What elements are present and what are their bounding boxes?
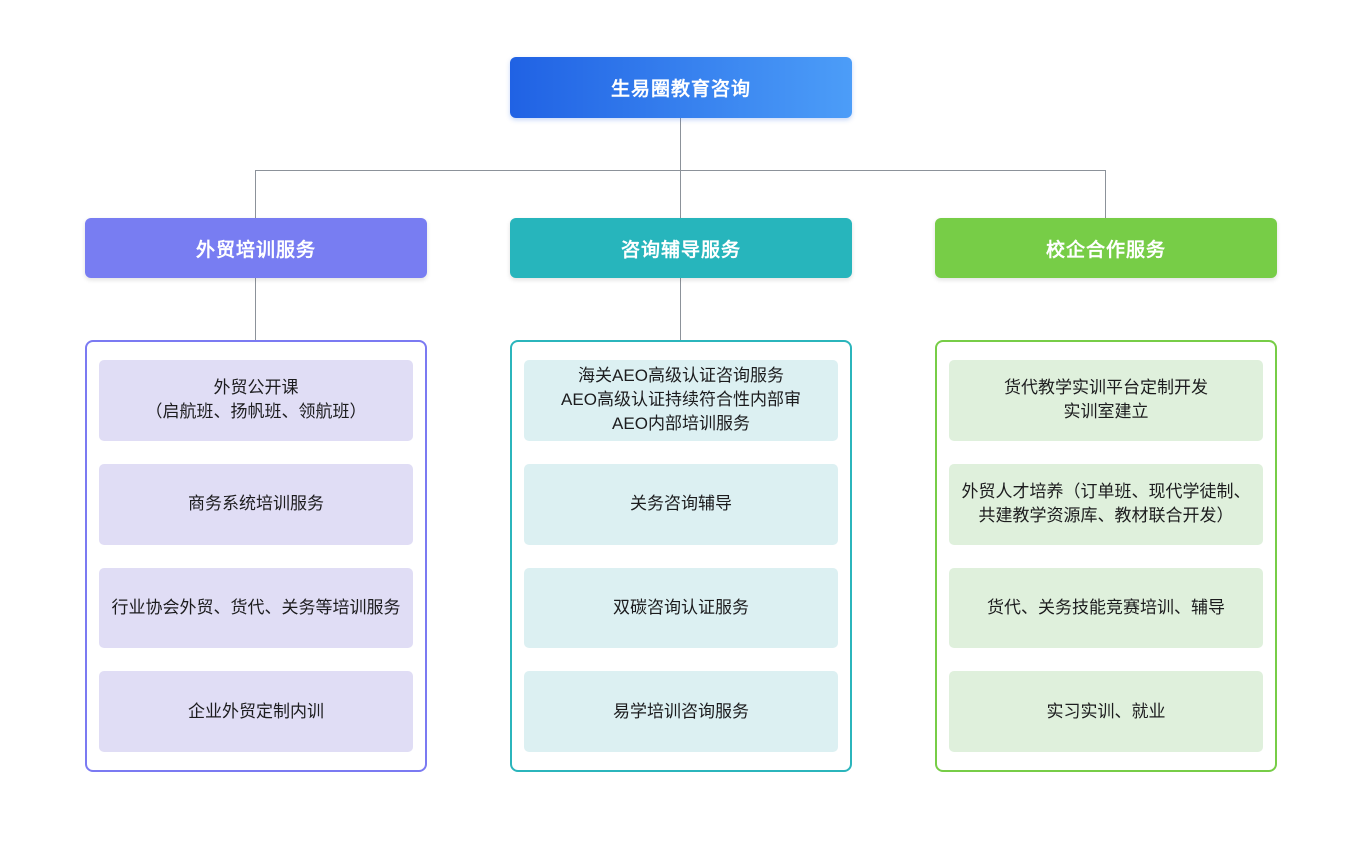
connector-header-container-1 — [680, 278, 681, 340]
branch-header-school-enterprise: 校企合作服务 — [935, 218, 1277, 278]
service-item: 货代教学实训平台定制开发 实训室建立 — [949, 360, 1263, 441]
branch-header-label: 外贸培训服务 — [195, 239, 316, 261]
connector-drop-branch-0 — [255, 170, 256, 218]
service-item: 外贸公开课 （启航班、扬帆班、领航班） — [99, 360, 413, 441]
service-item: 货代、关务技能竞赛培训、辅导 — [949, 567, 1263, 649]
connector-drop-branch-1 — [680, 170, 681, 218]
connector-drop-branch-2 — [1105, 170, 1106, 218]
branch-header-trade-training: 外贸培训服务 — [85, 218, 427, 278]
connector-header-container-0 — [255, 278, 256, 340]
service-item: 外贸人才培养（订单班、现代学徒制、共建教学资源库、教材联合开发） — [949, 463, 1263, 545]
branch-container-trade-training: 外贸公开课 （启航班、扬帆班、领航班） 商务系统培训服务 行业协会外贸、货代、关… — [85, 340, 427, 772]
branch-container-school-enterprise: 货代教学实训平台定制开发 实训室建立 外贸人才培养（订单班、现代学徒制、共建教学… — [935, 340, 1277, 772]
branch-header-label: 咨询辅导服务 — [620, 239, 741, 261]
service-item: 行业协会外贸、货代、关务等培训服务 — [99, 567, 413, 649]
root-node-label: 生易圈教育咨询 — [610, 79, 751, 100]
connector-root-stem — [680, 118, 681, 170]
service-item: 易学培训咨询服务 — [524, 671, 838, 752]
service-item: 关务咨询辅导 — [524, 463, 838, 545]
branch-header-consulting: 咨询辅导服务 — [510, 218, 852, 278]
branch-header-label: 校企合作服务 — [1045, 239, 1166, 261]
service-item: 双碳咨询认证服务 — [524, 567, 838, 649]
service-item: 商务系统培训服务 — [99, 463, 413, 545]
branch-container-consulting: 海关AEO高级认证咨询服务 AEO高级认证持续符合性内部审 AEO内部培训服务 … — [510, 340, 852, 772]
service-item: 海关AEO高级认证咨询服务 AEO高级认证持续符合性内部审 AEO内部培训服务 — [524, 360, 838, 441]
service-item: 企业外贸定制内训 — [99, 671, 413, 752]
service-item: 实习实训、就业 — [949, 671, 1263, 752]
root-node: 生易圈教育咨询 — [510, 57, 852, 118]
